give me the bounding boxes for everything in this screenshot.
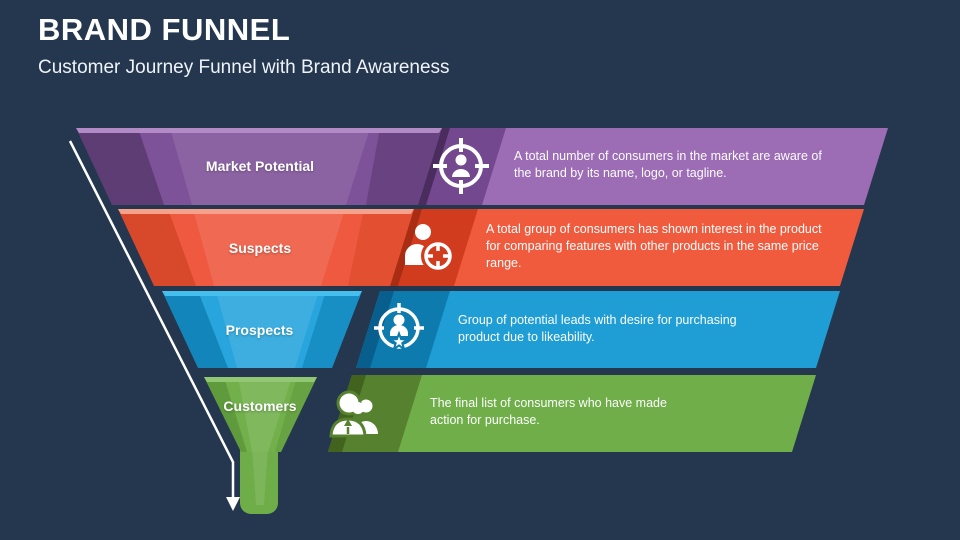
stage-label-market-potential: Market Potential xyxy=(205,158,315,174)
funnel-top-highlight xyxy=(76,128,442,133)
funnel-segment-side-right xyxy=(275,377,317,452)
funnel-segment-side-right xyxy=(302,291,362,368)
funnel-center-glow xyxy=(170,128,370,205)
funnel-segment-face xyxy=(138,128,380,205)
stage-label-suspects: Suspects xyxy=(228,240,292,256)
stage-desc-prospects: Group of potential leads with desire for… xyxy=(458,313,737,344)
stage-row-suspects xyxy=(118,209,864,286)
funnel-top-highlight xyxy=(118,209,414,214)
funnel-center-glow xyxy=(238,377,292,452)
description-bar xyxy=(356,291,840,368)
stage-desc-suspects: A total group of consumers has shown int… xyxy=(486,222,822,270)
stage-desc-market-potential: A total number of consumers in the marke… xyxy=(514,149,822,180)
page-title: BRAND FUNNEL xyxy=(38,12,291,47)
stage-row-market-potential xyxy=(76,128,888,205)
page-subtitle: Customer Journey Funnel with Brand Aware… xyxy=(38,57,450,78)
funnel-segment-face xyxy=(168,209,364,286)
stage-label-prospects: Prospects xyxy=(225,322,294,338)
flow-arrow xyxy=(68,140,240,511)
arrowhead-down-icon xyxy=(226,497,240,511)
funnel-top-highlight xyxy=(162,291,362,296)
stage-desc-customers: The final list of consumers who have mad… xyxy=(430,396,667,427)
description-bar xyxy=(384,209,864,286)
description-bar xyxy=(328,375,816,452)
prospect-user-star-icon xyxy=(374,303,424,352)
description-bar xyxy=(412,128,888,205)
funnel-segment-side-right xyxy=(366,128,442,205)
funnel-top-highlight xyxy=(204,377,317,382)
stage-label-customers: Customers xyxy=(223,398,297,414)
stage-row-customers xyxy=(204,375,816,514)
funnel-segment-face xyxy=(198,291,326,368)
suspect-user-target-icon xyxy=(405,224,455,273)
stage-row-prospects xyxy=(162,291,840,368)
funnel-center-glow xyxy=(193,209,345,286)
customer-businesswoman-icon xyxy=(329,390,378,438)
target-audience-icon xyxy=(433,138,489,194)
funnel-center-glow xyxy=(216,291,319,368)
funnel-segment-face xyxy=(224,377,297,452)
funnel-segment-side-right xyxy=(348,209,414,286)
spout-glow xyxy=(252,450,268,505)
funnel-spout xyxy=(240,450,278,514)
